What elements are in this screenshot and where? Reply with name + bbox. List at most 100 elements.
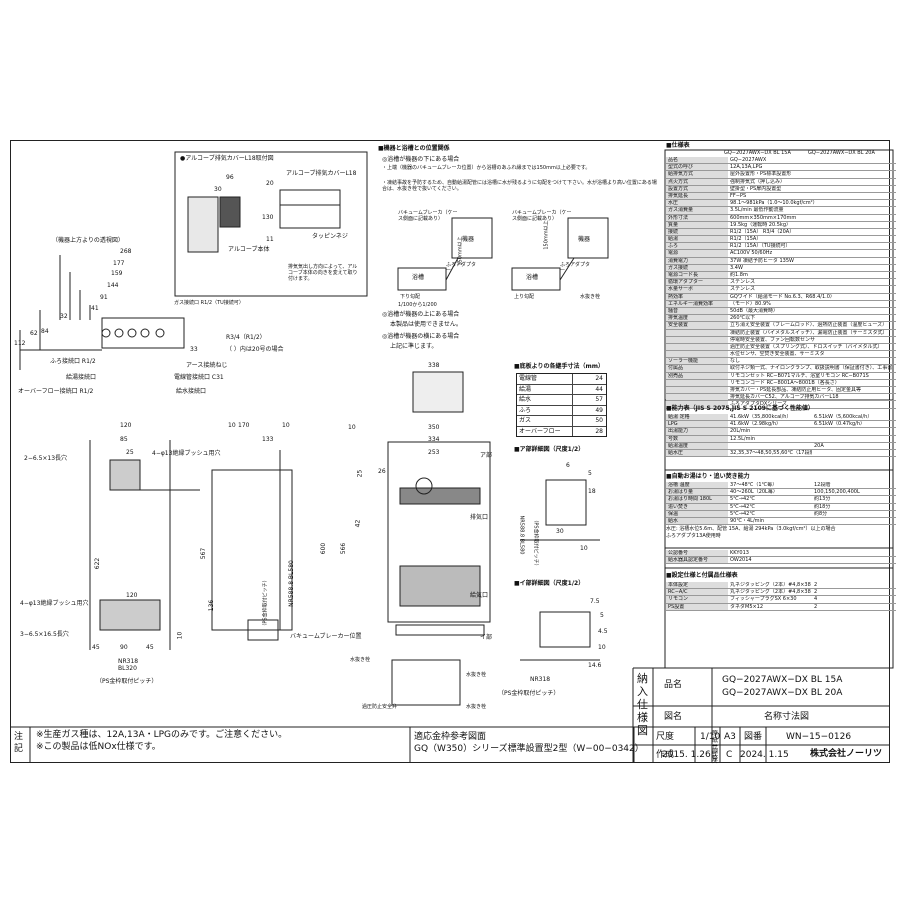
detail-i-pitch-note: （PS金枠取付ピッチ） — [498, 690, 560, 697]
layout-title: ■機器と浴槽との位置関係 — [378, 145, 450, 152]
table-cell: 排気カバー・PS延長部品、凍結防止用ヒータ、固定金具等 — [730, 387, 862, 393]
table-cell: 2 — [814, 603, 818, 610]
piping-dim: 62 — [30, 330, 38, 337]
table-cell — [666, 394, 728, 401]
unit-label-1: 機器 — [462, 236, 475, 243]
table-cell: AC100V 50/60Hz — [730, 250, 773, 257]
table-cell — [812, 450, 896, 456]
unit-label-2: 機器 — [578, 236, 591, 243]
table-cell: 12.5L/min — [730, 435, 756, 442]
table-cell: 号数 — [666, 435, 728, 442]
company-name: 株式会社ノーリツ — [810, 749, 883, 759]
main-dim: 334 — [428, 436, 440, 443]
table-cell: 消費電力 — [666, 257, 728, 264]
table-cell: 約18分 — [814, 503, 831, 510]
size-label: 原紙サイズ — [712, 730, 719, 765]
table-cell: 品名 — [666, 157, 728, 164]
table-row: エネルギー消費効率（モード）80.9% — [666, 300, 896, 308]
power-conduit-label: 電線管接続口 C31 — [174, 374, 224, 381]
drain-label: 水抜き栓 — [580, 294, 601, 300]
table-cell: 90℃・4L/min — [730, 517, 765, 524]
table-row: 点火方式強制排気式（押し込み） — [666, 178, 896, 186]
piping-dim: 41 — [91, 305, 99, 312]
supply-label: 給水接続口 — [176, 388, 207, 395]
supply-air-label: 給気口 — [470, 592, 489, 599]
detail-a-dim: 5 — [588, 470, 592, 477]
table-cell: お湯はり量 — [666, 489, 728, 496]
scale-value: 1/10 — [700, 732, 721, 742]
side-pitch-note: （PS金枠取付ピッチ） — [262, 577, 269, 629]
main-dim: 338 — [428, 362, 440, 369]
front-dim: 567 — [200, 547, 208, 560]
bathtub-label-2: 浴槽 — [526, 274, 539, 281]
bathtub-label-1: 浴槽 — [412, 274, 425, 281]
table-cell: 丸ネジタッピング（2本）#4,8×38 — [730, 589, 811, 596]
bath-connection-label: ふろ接続口 R1/2 — [50, 358, 96, 365]
alcove-cover-mesh — [219, 196, 241, 228]
table-cell: 5℃→42℃ — [730, 496, 755, 503]
rev-date: 2024. 1.15 — [740, 750, 789, 760]
table-cell: 100,150,200,400L — [814, 489, 860, 496]
table-cell: ふろアダプタDXシリーズ — [730, 401, 788, 408]
adapter-label-1: ふろアダプター — [446, 262, 477, 274]
table-cell: R1/2（15A） — [730, 236, 762, 243]
bottom-slot-holes: 3−6.5×16.5長穴 — [20, 631, 69, 638]
table-cell: 排気延長カバーC52、アルコーブ排気カバーL18 — [730, 394, 839, 401]
overflow-label: オーバーフロー接続口 R1/2 — [18, 388, 94, 395]
rev-value: C — [726, 750, 733, 760]
table-cell: お湯はり時間 180L — [666, 496, 728, 503]
table-cell — [666, 401, 728, 408]
piping-dim: 144 — [107, 282, 119, 289]
vacuum-breaker-label: バキュームブレーカー位置 — [290, 633, 362, 640]
mm150-label-1: 150mm以上 — [457, 236, 464, 266]
side-view-body — [211, 469, 293, 631]
table-cell: フィッシャープラグSX 6×30 — [730, 596, 797, 603]
table-cell: 水圧 — [666, 200, 728, 207]
gradient-label: 上り勾配 — [514, 294, 535, 300]
top-slot-holes: 2−6.5×13長穴 — [24, 455, 68, 462]
table-cell: OW2014 — [730, 557, 752, 564]
intake-grill — [399, 565, 481, 607]
table-cell — [666, 387, 728, 394]
alcove-dim: 96 — [226, 174, 234, 181]
table-cell: 給湯 — [666, 236, 728, 243]
table-cell: 2 — [814, 589, 818, 596]
table-cell: 41.6kW（2.98kg/h） — [730, 421, 782, 428]
layout-item2: ◎浴槽が機器の上にある場合 — [382, 311, 460, 318]
table-cell: 電源 — [666, 250, 728, 257]
table-cell: ガス接続 — [666, 264, 728, 271]
tapping-screw-label: タッピンネジ — [312, 233, 348, 240]
table-cell: 排気温度 — [666, 315, 728, 322]
note-line-2: ※この製品は低NOx仕様です。 — [36, 742, 161, 752]
table-cell: 質量 — [666, 221, 728, 228]
table-cell: 20A — [814, 442, 824, 449]
table-cell: 3.5L/min 最低作動流量 — [730, 207, 784, 214]
table-cell: ガス消費量 — [666, 207, 728, 214]
table-cell: リモコンコード RC−8001A〜8001B（各長さ） — [730, 379, 840, 386]
water-plug-label: 水抜き栓 — [350, 657, 371, 663]
detail-i-dim: 10 — [598, 644, 606, 651]
detail-i-pitch: NR318 — [530, 676, 551, 683]
date-label: 作成 — [656, 750, 675, 760]
detail-i-dim: 7.5 — [590, 598, 600, 605]
alcove-inset-frame — [174, 151, 368, 297]
layout-item3: ◎浴槽が機器の横にある場合 — [382, 333, 460, 340]
table-cell: FF−PS — [730, 192, 747, 199]
table-cell: 19.5kg（運転時 20.5kg） — [730, 221, 791, 228]
detail-a-dim: 18 — [588, 488, 596, 495]
table-cell: GQ−2027AWX — [730, 157, 767, 163]
table-cell — [666, 379, 728, 386]
